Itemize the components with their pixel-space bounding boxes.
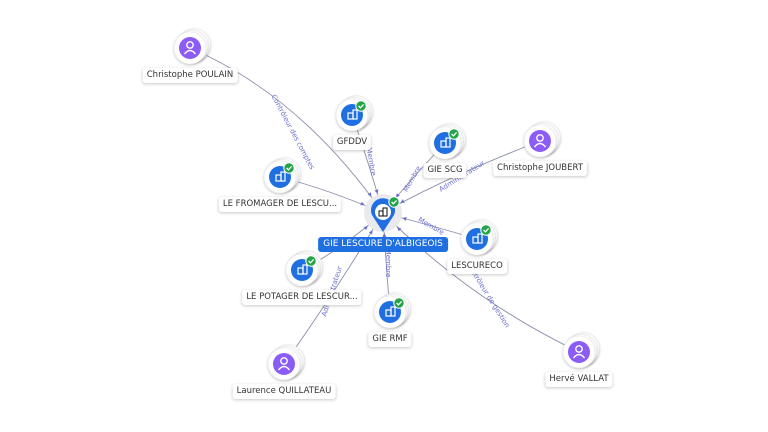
- node-vallat[interactable]: [562, 332, 600, 369]
- node-center[interactable]: [364, 194, 402, 232]
- node-label-gfddv[interactable]: GFDDV: [332, 135, 372, 150]
- node-giermf[interactable]: [373, 292, 411, 329]
- edge-arrow-quillateau: [368, 230, 373, 235]
- edge-label-giermf: Membre: [384, 249, 392, 278]
- edge-arrow-lescureco: [402, 216, 407, 221]
- node-label-center[interactable]: GIE LESCURE D'ALBIGEOIS: [318, 237, 448, 252]
- node-giescg[interactable]: [428, 123, 466, 160]
- node-lescureco[interactable]: [460, 219, 498, 256]
- person-icon: [568, 341, 590, 363]
- verified-icon: [355, 100, 367, 112]
- edge-arrow-fromager: [360, 201, 365, 206]
- edge-arrow-vallat: [397, 227, 402, 232]
- edge-label-gfddv: Membre: [365, 147, 378, 177]
- node-quillateau[interactable]: [267, 344, 305, 381]
- node-label-fromager[interactable]: LE FROMAGER DE LESCU...: [218, 197, 342, 212]
- edge-arrow-joubert: [400, 199, 405, 203]
- node-gfddv[interactable]: [335, 95, 373, 132]
- node-poulain[interactable]: [173, 28, 211, 65]
- node-label-potager[interactable]: LE POTAGER DE LESCUR...: [242, 290, 362, 305]
- verified-icon: [388, 196, 400, 208]
- person-icon: [529, 130, 551, 152]
- verified-icon: [448, 128, 460, 140]
- edge-arrow-poulain: [367, 192, 372, 197]
- node-label-giescg[interactable]: GIE SCG: [423, 163, 467, 178]
- edge-label-giescg: Membre: [402, 165, 423, 194]
- verified-icon: [393, 297, 405, 309]
- node-joubert[interactable]: [523, 121, 561, 158]
- edge-arrow-potager: [363, 226, 368, 231]
- node-potager[interactable]: [285, 250, 323, 287]
- edge-arrow-gfddv: [374, 189, 379, 194]
- node-label-lescureco[interactable]: LESCURECO: [447, 259, 507, 274]
- edge-vallat: [382, 212, 580, 353]
- edge-poulain: [189, 47, 384, 214]
- edge-arrow-giermf: [382, 232, 387, 238]
- person-icon: [273, 353, 295, 375]
- node-fromager[interactable]: [263, 157, 301, 194]
- node-label-joubert[interactable]: Christophe JOUBERT: [493, 161, 587, 176]
- person-icon: [179, 37, 201, 59]
- node-label-poulain[interactable]: Christophe POULAIN: [142, 68, 238, 83]
- verified-icon: [283, 162, 295, 174]
- verified-icon: [480, 224, 492, 236]
- node-label-quillateau[interactable]: Laurence QUILLATEAU: [232, 384, 336, 399]
- edge-arrow-giescg: [395, 193, 400, 198]
- edge-label-lescureco: Membre: [417, 216, 446, 237]
- verified-icon: [305, 255, 317, 267]
- node-label-vallat[interactable]: Hervé VALLAT: [545, 372, 613, 387]
- node-label-giermf[interactable]: GIE RMF: [368, 332, 412, 347]
